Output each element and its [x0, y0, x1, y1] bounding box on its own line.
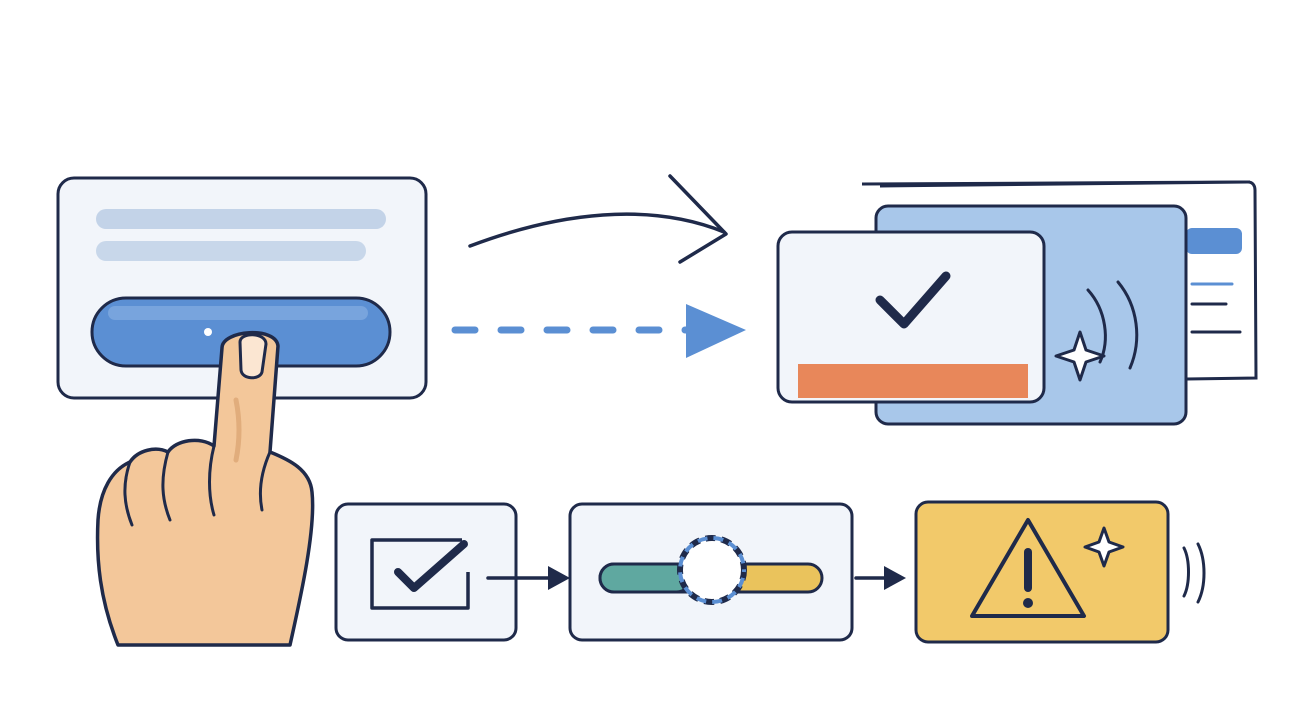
loading-step: [568, 502, 854, 642]
curved-arrow-icon: [468, 174, 728, 264]
text-line-top: [96, 209, 386, 229]
pointing-hand-icon: [95, 331, 315, 647]
checkbox-icon: [370, 538, 470, 610]
sparkle-icon: [1083, 526, 1125, 568]
text-line-bottom: [96, 241, 366, 261]
warning-step: [914, 500, 1170, 644]
doc-highlight: [1186, 228, 1242, 254]
success-card: [776, 230, 1046, 404]
dashed-arrow-icon: [451, 304, 746, 358]
success-accent-bar: [798, 364, 1028, 398]
progress-fill: [598, 562, 693, 594]
arrow-right-icon: [854, 566, 906, 590]
vibration-lines: [1182, 542, 1206, 604]
result-stack: [776, 180, 1258, 426]
checkmark-icon: [875, 271, 951, 329]
checkbox-step: [334, 502, 518, 642]
sparkle-icon: [1054, 330, 1106, 382]
loading-spinner-icon: [677, 535, 747, 605]
arrow-right-icon: [486, 566, 570, 590]
warning-triangle-icon: [970, 518, 1086, 618]
